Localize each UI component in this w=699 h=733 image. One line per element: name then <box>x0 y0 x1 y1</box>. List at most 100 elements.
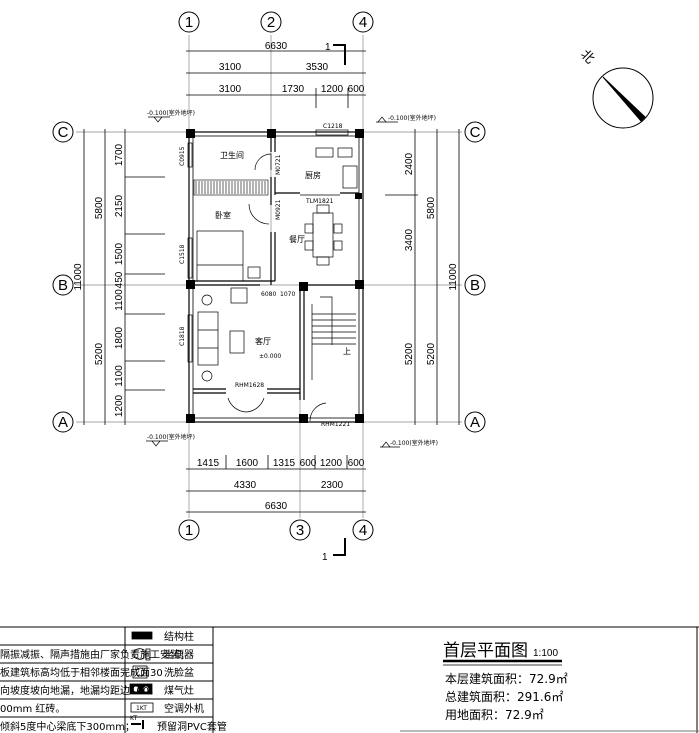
dim-left-1500: 1500 <box>114 242 125 265</box>
dim-left-2150: 2150 <box>114 194 125 217</box>
dim-top-600: 600 <box>348 84 365 95</box>
axis-markers <box>52 11 486 541</box>
legend-table-frame <box>0 626 699 733</box>
dim-bottom-600a: 600 <box>300 458 317 469</box>
elevation-mark-tr: -0.100(室外地坪) <box>388 114 436 122</box>
dim-bottom-2300: 2300 <box>321 480 344 491</box>
structural-column-icon <box>131 631 153 640</box>
dim-left-450: 450 <box>114 271 125 288</box>
dim-top-3100b: 3100 <box>219 84 242 95</box>
room-bathroom-label: 卫生间 <box>220 150 244 160</box>
fridge <box>342 165 358 189</box>
right-dimensions <box>385 129 460 425</box>
dim-right-5800: 5800 <box>426 196 437 219</box>
legend-label-ac-unit: 空调外机 <box>164 702 204 715</box>
doors <box>227 153 340 422</box>
axis-label-bottom-3: 3 <box>296 522 304 539</box>
left-dimensions <box>83 129 165 425</box>
washbasin-icon <box>132 665 148 679</box>
axis-label-left-b: B <box>58 277 68 294</box>
sofa <box>197 311 219 366</box>
nightstand <box>247 266 261 279</box>
elevation-mark-bl: -0.100(室外地坪) <box>147 433 195 441</box>
dim-bottom-1415: 1415 <box>197 458 220 469</box>
dim-bottom-1315: 1315 <box>273 458 296 469</box>
axis-label-top-2: 2 <box>267 14 275 31</box>
section-mark-bottom-line <box>333 538 346 556</box>
axis-label-bottom-1: 1 <box>185 522 193 539</box>
dim-top-3530: 3530 <box>306 62 329 73</box>
north-label: 北 <box>577 47 597 67</box>
legend-icons <box>129 631 154 729</box>
wardrobe <box>193 179 269 196</box>
gas-stove-icon <box>129 683 153 695</box>
windows <box>187 129 349 363</box>
axis-label-right-a: A <box>470 414 480 431</box>
section-mark-bottom: 1 <box>322 552 328 563</box>
drawing-title: 首层平面图 <box>443 641 528 661</box>
legend-label-pvc-sleeve: 预留洞PVC套管 <box>157 720 227 733</box>
section-mark-top: 1 <box>325 42 331 53</box>
dim-left-1100b: 1100 <box>114 365 125 387</box>
dim-bottom-1600: 1600 <box>236 458 259 469</box>
toilet-icon <box>133 648 151 661</box>
dim-left-total: 11000 <box>73 263 84 291</box>
dim-top-total: 6630 <box>265 41 288 52</box>
dim-bottom-600b: 600 <box>348 458 365 469</box>
dim-6080: 6080 <box>261 291 276 298</box>
dim-top-3100: 3100 <box>219 62 242 73</box>
ac-unit-icon-text: 1KT <box>136 705 147 712</box>
armchair <box>230 287 248 304</box>
pvc-sleeve-icon <box>131 720 144 729</box>
dim-right-5200a: 5200 <box>404 342 415 365</box>
coffee-table <box>229 330 245 354</box>
note-1: 隔振减振、隔声措施由厂家负责施工安装； <box>0 648 190 661</box>
axis-label-bottom-4: 4 <box>359 522 367 539</box>
dim-bottom-4330: 4330 <box>234 480 257 491</box>
dim-top-1200: 1200 <box>321 84 344 95</box>
note-5: 倾斜5度中心梁底下300mm； <box>0 720 135 733</box>
furniture <box>196 147 358 382</box>
gas-stove <box>315 147 334 158</box>
drawing-scale: 1:100 <box>533 648 558 659</box>
note-4: 00mm 红砖。 <box>0 702 65 715</box>
section-mark-top-line <box>333 44 346 65</box>
total-area: 总建筑面积：291.6㎡ <box>445 689 563 704</box>
structural-columns <box>186 129 364 423</box>
legend-label-gas-stove: 煤气灶 <box>164 684 194 697</box>
room-bedroom-label: 卧室 <box>215 210 231 220</box>
dim-left-1700: 1700 <box>114 143 125 166</box>
legend-label-column: 结构柱 <box>164 630 194 643</box>
window-c0915: C0915 <box>179 146 186 166</box>
top-dimensions <box>186 50 366 108</box>
door-m0921: M0921 <box>275 199 282 220</box>
dim-1070: 1070 <box>280 291 295 298</box>
bottom-dimensions <box>186 455 366 513</box>
ac-unit-icon <box>130 702 154 713</box>
axis-label-right-b: B <box>470 277 480 294</box>
dim-left-1800: 1800 <box>114 326 125 349</box>
land-area: 用地面积：72.9㎡ <box>445 708 544 722</box>
room-dining-label: 餐厅 <box>289 235 305 244</box>
window-c1818: C1818 <box>179 326 186 346</box>
door-tlm1821: TLM1821 <box>305 198 334 205</box>
window-c1518: C1518 <box>179 244 186 264</box>
note-3: 向坡度坡向地漏，地漏均距边100。 <box>0 684 159 697</box>
axis-label-top-1: 1 <box>185 14 193 31</box>
elevation-mark-tl: -0.100(室外地坪) <box>147 109 195 117</box>
dim-bottom-1200: 1200 <box>320 458 343 469</box>
floor-level-label: ±0.000 <box>259 353 281 360</box>
axis-label-top-4: 4 <box>359 14 367 31</box>
dim-bottom-total: 6630 <box>265 501 288 512</box>
dim-left-5800: 5800 <box>94 196 105 219</box>
door-rhm1221: RHM1221 <box>321 421 350 428</box>
room-living-label: 客厅 <box>255 336 271 346</box>
window-c1218: C1218 <box>323 123 343 130</box>
dim-top-1730: 1730 <box>282 84 305 95</box>
stair-up-label: 上 <box>343 347 351 356</box>
legend-label-washbasin: 洗脸盆 <box>164 666 194 679</box>
dim-left-5200: 5200 <box>94 342 105 365</box>
north-arrow: 北 <box>577 47 654 129</box>
dim-right-5200b: 5200 <box>426 342 437 365</box>
